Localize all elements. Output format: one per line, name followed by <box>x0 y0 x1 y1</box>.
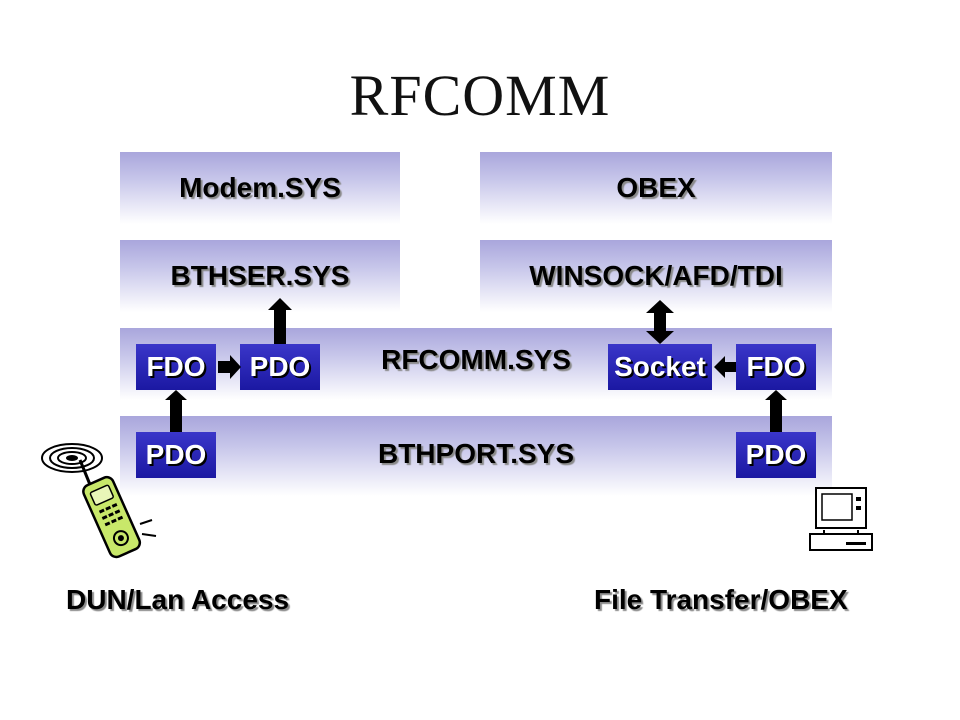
layer-bthser-sys-label: BTHSER.SYS <box>170 260 350 291</box>
bthport-pdo-left-chip: PDO <box>136 432 216 478</box>
layer-bthport-sys: BTHPORT.SYS <box>120 416 832 496</box>
arrow-up-right-pdo-fdo <box>765 390 787 432</box>
layer-obex-label: OBEX <box>616 172 696 203</box>
computer-icon <box>809 487 873 551</box>
layer-winsock-label: WINSOCK/AFD/TDI <box>529 260 783 291</box>
arrow-up-pdo-bthser <box>268 298 292 344</box>
arrow-double-winsock-socket <box>646 300 674 344</box>
caption-dun-lan-access: DUN/Lan Access <box>66 584 290 615</box>
bthport-pdo-right-chip: PDO <box>736 432 816 478</box>
layer-rfcomm-sys-label: RFCOMM.SYS <box>381 344 571 375</box>
rfcomm-fdo-left-chip: FDO <box>136 344 216 390</box>
layer-modem-sys: Modem.SYS <box>120 152 400 224</box>
caption-file-transfer-obex: File Transfer/OBEX <box>594 584 848 615</box>
layer-bthport-sys-label: BTHPORT.SYS <box>377 438 575 469</box>
layer-modem-sys-label: Modem.SYS <box>179 172 341 203</box>
arrow-up-left-pdo-fdo <box>165 390 187 432</box>
arrow-left-fdo-socket <box>714 356 736 378</box>
layer-winsock: WINSOCK/AFD/TDI <box>480 240 832 312</box>
page-title: RFCOMM <box>349 63 611 128</box>
layer-obex: OBEX <box>480 152 832 224</box>
rfcomm-socket-chip: Socket <box>608 344 712 390</box>
cell-phone-icon <box>41 443 157 559</box>
arrow-right-fdo-pdo <box>218 355 241 379</box>
layer-bthser-sys: BTHSER.SYS <box>120 240 400 312</box>
layer-rfcomm-sys: RFCOMM.SYS <box>120 328 832 400</box>
rfcomm-fdo-right-chip: FDO <box>736 344 816 390</box>
rfcomm-pdo-left-chip: PDO <box>240 344 320 390</box>
